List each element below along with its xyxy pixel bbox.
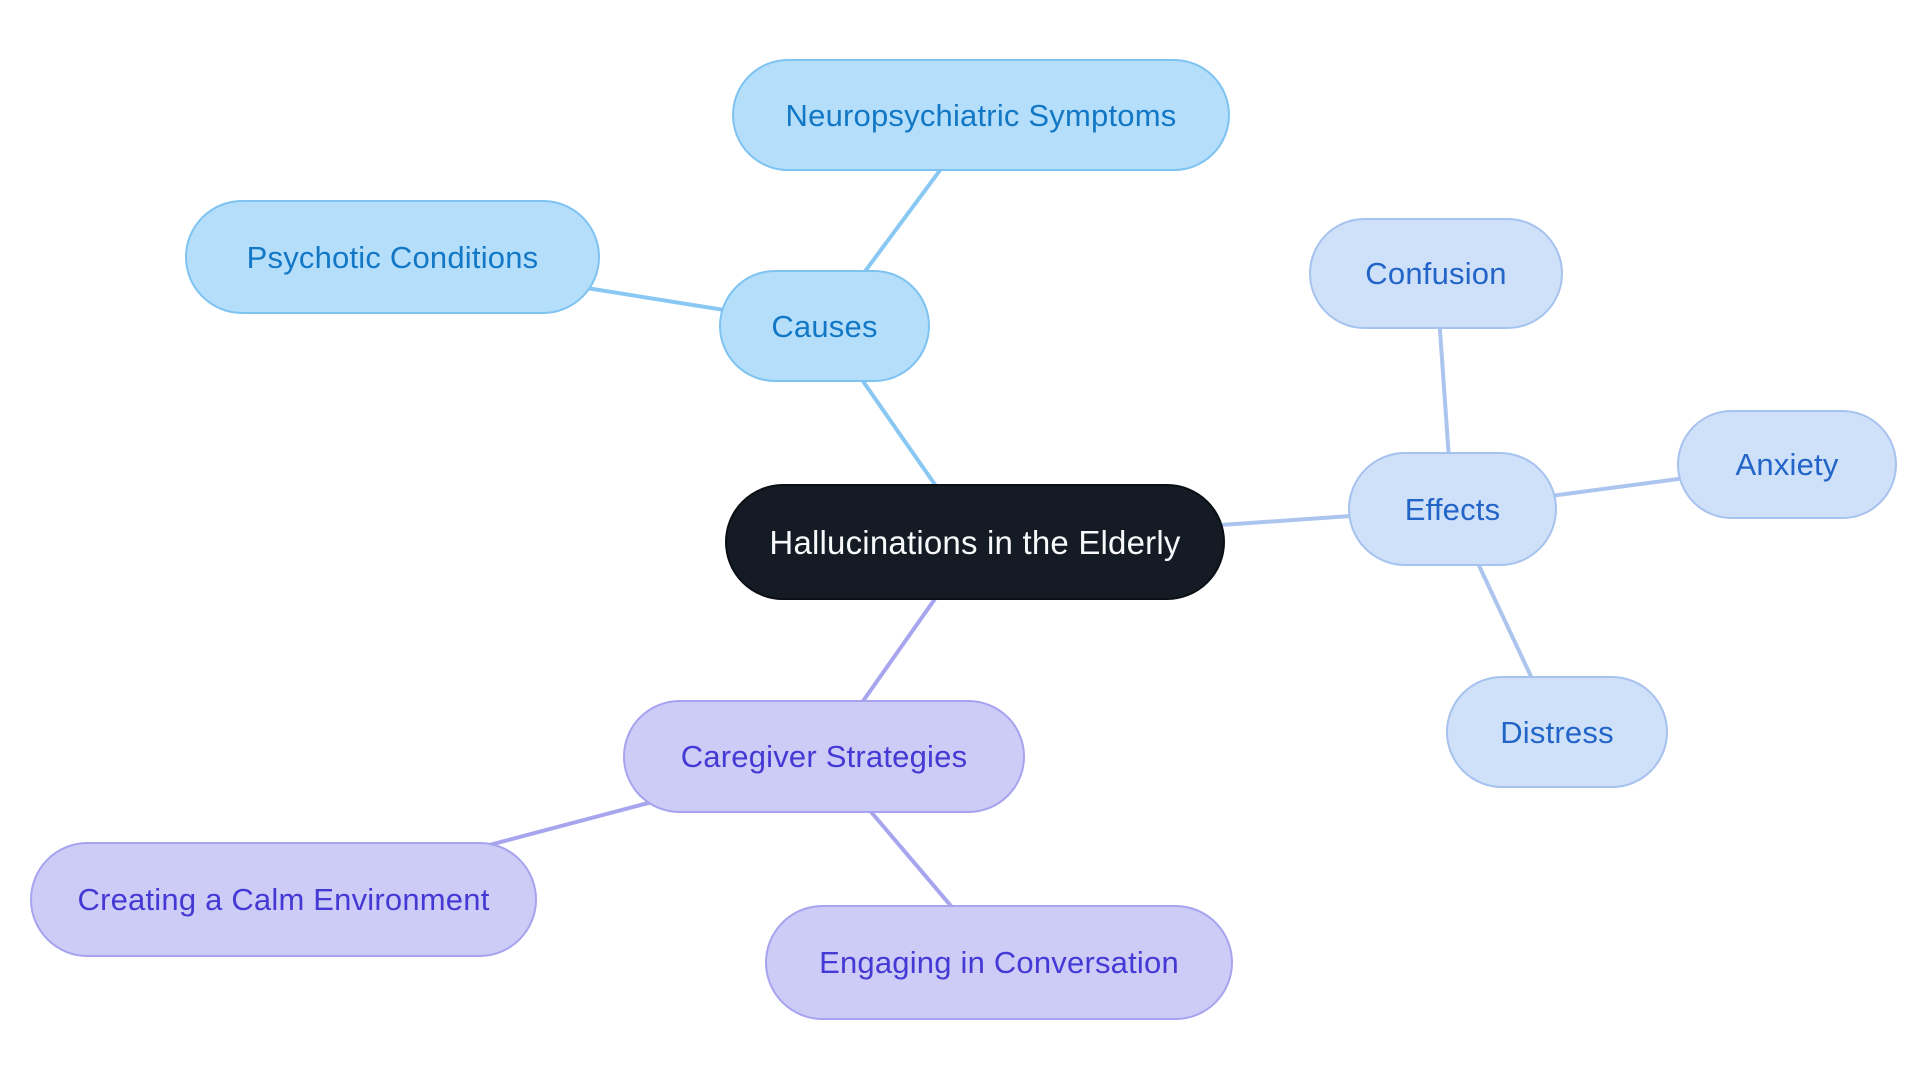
conversation-label: Engaging in Conversation [819,945,1179,980]
node-effects[interactable]: Effects [1348,452,1557,566]
effects-label: Effects [1404,491,1501,527]
node-psychotic[interactable]: Psychotic Conditions [185,200,600,314]
anxiety-label: Anxiety [1735,447,1839,482]
node-causes[interactable]: Causes [719,270,930,382]
node-caregiver[interactable]: Caregiver Strategies [623,700,1025,813]
psychotic-label: Psychotic Conditions [246,239,539,275]
node-calm[interactable]: Creating a Calm Environment [30,842,537,957]
calm-label: Creating a Calm Environment [77,882,490,917]
distress-label: Distress [1500,714,1614,750]
node-central[interactable]: Hallucinations in the Elderly [725,484,1225,600]
node-neuropsychiatric[interactable]: Neuropsychiatric Symptoms [732,59,1230,171]
caregiver-label: Caregiver Strategies [680,739,968,774]
confusion-label: Confusion [1365,256,1507,291]
node-distress[interactable]: Distress [1446,676,1668,788]
node-conversation[interactable]: Engaging in Conversation [765,905,1233,1020]
node-anxiety[interactable]: Anxiety [1677,410,1897,519]
node-confusion[interactable]: Confusion [1309,218,1563,329]
causes-label: Causes [771,308,878,344]
central-label: Hallucinations in the Elderly [769,523,1181,561]
neuropsychiatric-label: Neuropsychiatric Symptoms [785,97,1177,133]
